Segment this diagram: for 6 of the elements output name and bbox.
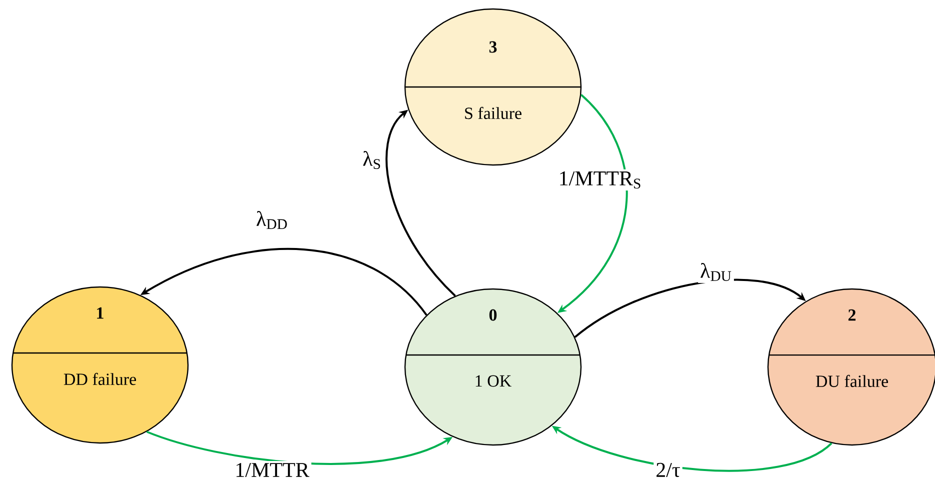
edge-label: 2/τ (654, 460, 682, 480)
edge-label: 1/MTTR$_{S}$ (556, 169, 644, 191)
edge-label: λ$_{DU}$ (698, 260, 734, 284)
edge-label: λ$_{S}$ (360, 148, 384, 172)
edge-label: 1/MTTR (232, 460, 312, 480)
edge-label: λ$_{DD}$ (254, 209, 290, 231)
